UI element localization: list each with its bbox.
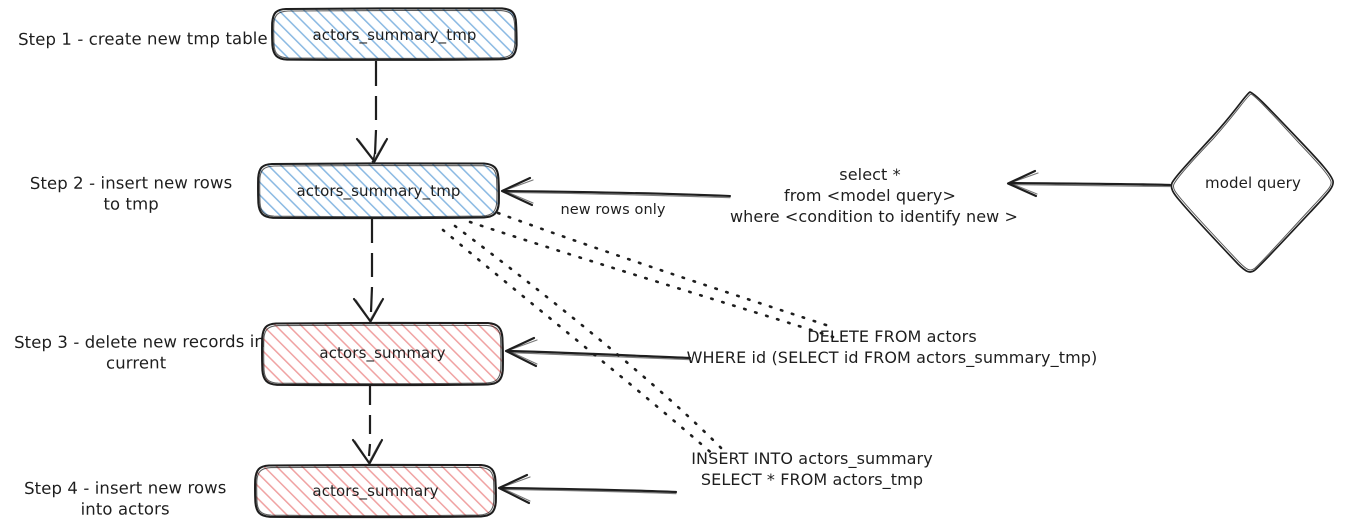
step-4-label: Step 4 - insert new rows into actors	[24, 478, 227, 520]
arrowhead-2	[354, 440, 381, 464]
arrowhead	[355, 137, 389, 163]
node4-outline-2	[256, 466, 495, 517]
node5-label: model query	[1205, 174, 1301, 192]
node1-outline-2	[273, 9, 516, 59]
insert-sql-note: INSERT INTO actors_summary SELECT * FROM…	[691, 449, 933, 489]
node-actors-summary-tmp-2[interactable]	[257, 162, 500, 220]
node-actors-summary-3[interactable]	[261, 321, 504, 387]
node2-label: actors_summary_tmp	[296, 182, 461, 200]
edge-node3-node4	[351, 386, 384, 465]
step-2-label: Step 2 - insert new rows to tmp	[29, 173, 233, 215]
new-rows-only-note: new rows only	[560, 202, 666, 218]
edge-node2-insertsql-b	[441, 228, 718, 459]
model-query-sql-note: select * from <model query> where <condi…	[730, 165, 1019, 226]
node3-label: actors_summary	[319, 344, 446, 362]
node-actors-summary-4[interactable]	[254, 463, 497, 519]
step-1-label: Step 1 - create new tmp table	[18, 28, 268, 49]
arrowhead	[352, 297, 385, 323]
arrowhead	[500, 176, 534, 207]
edge-node2-deletesql-b	[468, 220, 835, 339]
node3-outline	[261, 321, 504, 387]
node1-label: actors_summary_tmp	[312, 26, 477, 44]
node2-outline	[257, 162, 500, 220]
arrowhead-2	[355, 299, 382, 322]
node2-fill	[258, 163, 499, 218]
diamond-outline-2	[1173, 93, 1332, 271]
node1-fill	[272, 8, 517, 60]
node4-fill	[255, 465, 496, 517]
arrowhead-2	[358, 139, 386, 161]
edge-modelquery-node2-right	[1006, 169, 1172, 198]
node2-outline-2	[259, 164, 498, 218]
edge-deletesql-node3	[504, 336, 692, 368]
node4-label: actors_summary	[312, 482, 439, 500]
edge-insertsql-node4	[497, 473, 678, 505]
node4-outline	[254, 463, 497, 519]
arrowhead-2	[499, 476, 531, 502]
edge-node1-node2	[355, 61, 389, 164]
node3-outline-2	[263, 324, 502, 385]
arrowhead-2	[502, 179, 534, 204]
edge-node2-deletesql-a	[496, 211, 837, 330]
node1-outline	[271, 7, 518, 61]
diamond-outline	[1170, 91, 1334, 273]
node-actors-summary-tmp-1[interactable]	[271, 7, 518, 61]
node-model-query-diamond[interactable]	[1170, 91, 1334, 273]
edge-node2-insertsql-a	[453, 224, 727, 454]
arrowhead	[504, 336, 538, 368]
delete-sql-note: DELETE FROM actors WHERE id (SELECT id F…	[686, 327, 1098, 367]
arrowhead-2	[506, 339, 538, 365]
node3-fill	[262, 323, 503, 385]
arrowhead	[1006, 169, 1038, 198]
arrowhead	[351, 438, 384, 465]
edge-sql-node2-left	[500, 176, 732, 207]
arrowhead	[497, 473, 531, 505]
arrowhead-2	[1008, 172, 1039, 195]
step-3-label: Step 3 - delete new records in current	[14, 331, 266, 374]
dotted-leaders-node2	[441, 211, 837, 459]
edge-node2-node3	[352, 219, 385, 323]
